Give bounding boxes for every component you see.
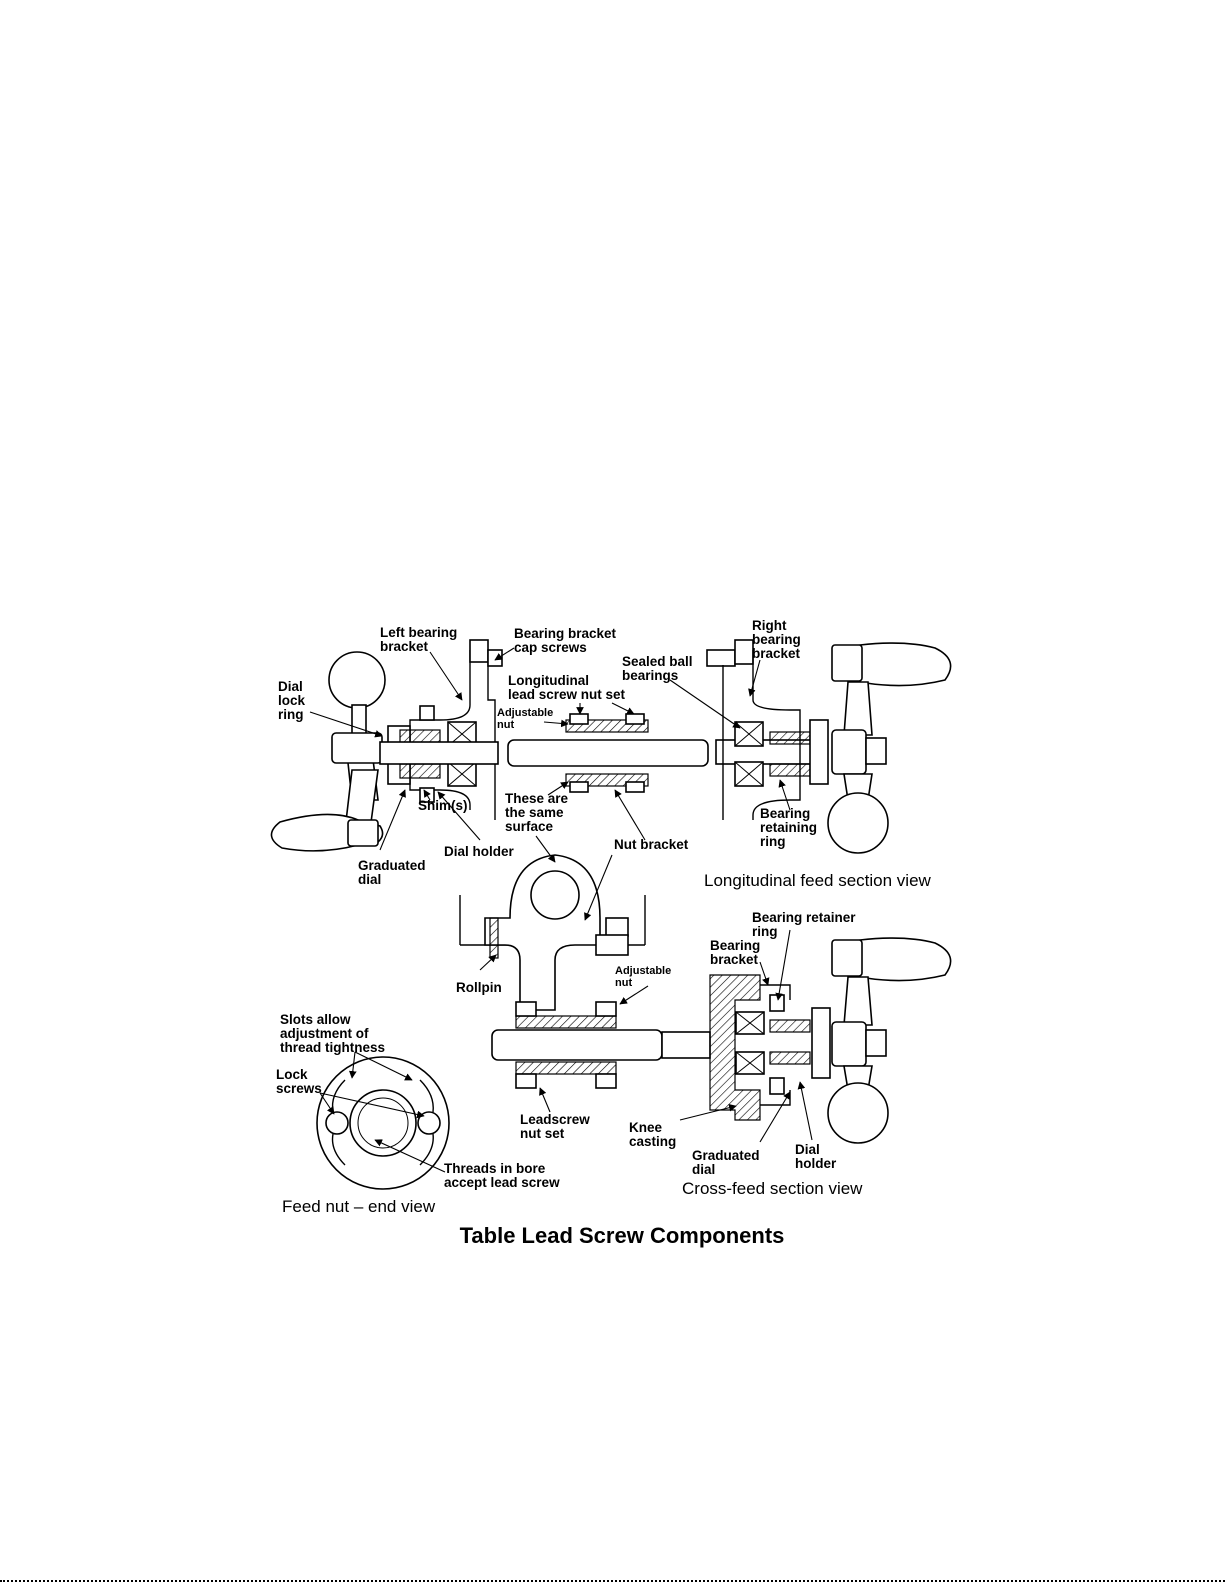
label-bearing-retaining-ring: ring	[760, 834, 786, 849]
label-adjustable-nut-top: Adjustable	[497, 707, 553, 719]
label-slots-allow: thread tightness	[280, 1040, 385, 1055]
label-sealed-ball-bearings: bearings	[622, 668, 678, 683]
label-bearing-retaining-ring: retaining	[760, 820, 817, 835]
label-adjustable-nut-mid: nut	[615, 977, 632, 989]
cross-feed-section	[491, 937, 952, 1144]
label-nut-bracket: Nut bracket	[614, 837, 689, 852]
label-dial-holder-left: Dial holder	[444, 844, 515, 859]
label-longitudinal-nut-set: lead screw nut set	[508, 687, 626, 702]
right-crank-handle	[827, 642, 952, 854]
label-graduated-dial-right: dial	[692, 1162, 715, 1177]
label-left-bearing-bracket: bracket	[380, 639, 429, 654]
label-feed-nut-view: Feed nut – end view	[282, 1197, 436, 1216]
label-graduated-dial-right: Graduated	[692, 1148, 760, 1163]
label-slots-allow: adjustment of	[280, 1026, 369, 1041]
page-bottom-rule	[0, 1580, 1225, 1582]
label-dial-lock-ring: Dial	[278, 679, 303, 694]
label-knee-casting: casting	[629, 1134, 676, 1149]
label-sealed-ball-bearings: Sealed ball	[622, 654, 693, 669]
label-threads-in-bore: Threads in bore	[444, 1161, 546, 1176]
labels: Left bearing bracket Bearing bracket cap…	[276, 618, 932, 1248]
label-dial-holder-right: Dial	[795, 1142, 820, 1157]
label-right-bearing-bracket: bracket	[752, 646, 801, 661]
leader-lines	[309, 647, 813, 1173]
label-right-bearing-bracket: Right	[752, 618, 787, 633]
label-bearing-bracket: Bearing	[710, 938, 760, 953]
lock-screw-icon	[325, 1111, 349, 1135]
label-bearing-retainer-ring: Bearing retainer	[752, 910, 856, 925]
label-bearing-bracket: bracket	[710, 952, 759, 967]
longitudinal-nut-set	[565, 713, 649, 793]
label-adjustable-nut-top: nut	[497, 719, 514, 731]
label-same-surface: the same	[505, 805, 564, 820]
feed-nut-end-view	[316, 1056, 450, 1190]
label-longitudinal-nut-set: Longitudinal	[508, 673, 589, 688]
label-right-bearing-bracket: bearing	[752, 632, 801, 647]
label-left-bearing-bracket: Left bearing	[380, 625, 457, 640]
longitudinal-section	[270, 639, 952, 854]
label-dial-holder-right: holder	[795, 1156, 837, 1171]
label-slots-allow: Slots allow	[280, 1012, 351, 1027]
label-bearing-bracket-cap-screws: Bearing bracket	[514, 626, 617, 641]
label-longitudinal-view: Longitudinal feed section view	[704, 871, 932, 890]
figure-title: Table Lead Screw Components	[460, 1223, 785, 1248]
label-bearing-retainer-ring: ring	[752, 924, 778, 939]
label-lock-screws: screws	[276, 1081, 322, 1096]
label-rollpin: Rollpin	[456, 980, 502, 995]
left-crank-handle	[270, 651, 386, 852]
label-dial-lock-ring: lock	[278, 693, 306, 708]
label-leadscrew-nut-set: nut set	[520, 1126, 565, 1141]
right-bearing-bracket	[706, 639, 829, 820]
label-same-surface: surface	[505, 819, 554, 834]
label-threads-in-bore: accept lead screw	[444, 1175, 560, 1190]
label-same-surface: These are	[505, 791, 569, 806]
label-leadscrew-nut-set: Leadscrew	[520, 1112, 590, 1127]
label-bearing-bracket-cap-screws: cap screws	[514, 640, 587, 655]
label-knee-casting: Knee	[629, 1120, 663, 1135]
label-adjustable-nut-mid: Adjustable	[615, 965, 671, 977]
label-dial-lock-ring: ring	[278, 707, 304, 722]
label-lock-screws: Lock	[276, 1067, 308, 1082]
nut-bracket-view	[459, 854, 646, 1011]
label-graduated-dial-left: Graduated	[358, 858, 426, 873]
label-shims: Shim(s)	[418, 798, 468, 813]
label-bearing-retaining-ring: Bearing	[760, 806, 810, 821]
label-cross-feed-view: Cross-feed section view	[682, 1179, 863, 1198]
label-graduated-dial-left: dial	[358, 872, 381, 887]
